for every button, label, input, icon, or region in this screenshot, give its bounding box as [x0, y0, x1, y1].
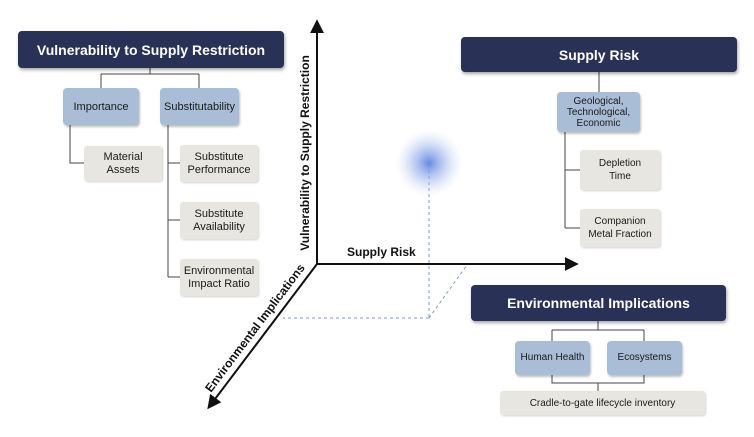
- axes: [207, 19, 579, 410]
- x-axis-label: Supply Risk: [347, 245, 416, 259]
- material-assets-line-1: Material: [103, 150, 143, 163]
- depletion-time-line-2: Time: [609, 171, 631, 182]
- right-panel-connectors: [564, 72, 600, 229]
- companion-metal-fraction-box: Companion Metal Fraction: [580, 209, 660, 247]
- material-assets-box: Material Assets: [84, 146, 162, 181]
- substitute-performance-line-1: Substitute: [194, 150, 244, 163]
- left-panel-connectors: [69, 68, 200, 278]
- companion-metal-fraction-line-1: Companion: [594, 216, 646, 227]
- supply-risk-header: Supply Risk: [461, 37, 737, 72]
- geological-box: Geological, Technological, Economic: [557, 92, 640, 132]
- environmental-implications-title: Environmental Implications: [507, 295, 690, 311]
- z-axis: [207, 263, 318, 410]
- lifecycle-inventory-box: Cradle-to-gate lifecycle inventory: [500, 391, 705, 415]
- bottom-panel-connectors: [551, 321, 645, 391]
- environmental-impact-ratio-line-1: Environmental: [183, 264, 255, 277]
- depletion-time-line-1: Depletion: [598, 158, 642, 169]
- importance-box: Importance: [63, 88, 139, 125]
- substitute-availability-line-2: Availability: [193, 220, 245, 233]
- environmental-impact-ratio-box: Environmental Impact Ratio: [180, 259, 258, 296]
- substitute-performance-box: Substitute Performance: [180, 145, 258, 182]
- y-axis-label: Vulnerability to Supply Restriction: [297, 43, 313, 263]
- geological-line-1: Geological,: [573, 95, 624, 107]
- depletion-time-box: Depletion Time: [580, 150, 660, 190]
- vulnerability-title: Vulnerability to Supply Restriction: [36, 41, 266, 58]
- substitute-availability-box: Substitute Availability: [180, 202, 258, 239]
- environmental-implications-header: Environmental Implications: [471, 285, 726, 321]
- companion-metal-fraction-line-2: Metal Fraction: [588, 229, 652, 240]
- ecosystems-label: Ecosystems: [617, 352, 672, 363]
- substitute-performance-line-2: Performance: [187, 163, 251, 176]
- risk-point: [395, 129, 463, 197]
- material-assets-line-2: Assets: [106, 163, 140, 176]
- supply-risk-title: Supply Risk: [558, 46, 640, 63]
- geological-line-3: Economic: [576, 117, 621, 129]
- importance-label: Importance: [73, 100, 129, 113]
- x-axis-label-text: Supply Risk: [347, 245, 416, 259]
- lifecycle-inventory-label: Cradle-to-gate lifecycle inventory: [529, 397, 676, 409]
- substitutability-label: Substitutability: [164, 100, 235, 113]
- human-health-box: Human Health: [515, 341, 590, 375]
- substitutability-box: Substitutability: [160, 88, 239, 125]
- vulnerability-header: Vulnerability to Supply Restriction: [18, 31, 284, 68]
- human-health-label: Human Health: [520, 352, 585, 363]
- environmental-impact-ratio-line-2: Impact Ratio: [188, 277, 250, 290]
- y-axis-label-text: Vulnerability to Supply Restriction: [298, 55, 312, 251]
- geological-line-2: Technological,: [566, 106, 631, 118]
- ecosystems-box: Ecosystems: [607, 341, 682, 375]
- substitute-availability-line-1: Substitute: [194, 207, 244, 220]
